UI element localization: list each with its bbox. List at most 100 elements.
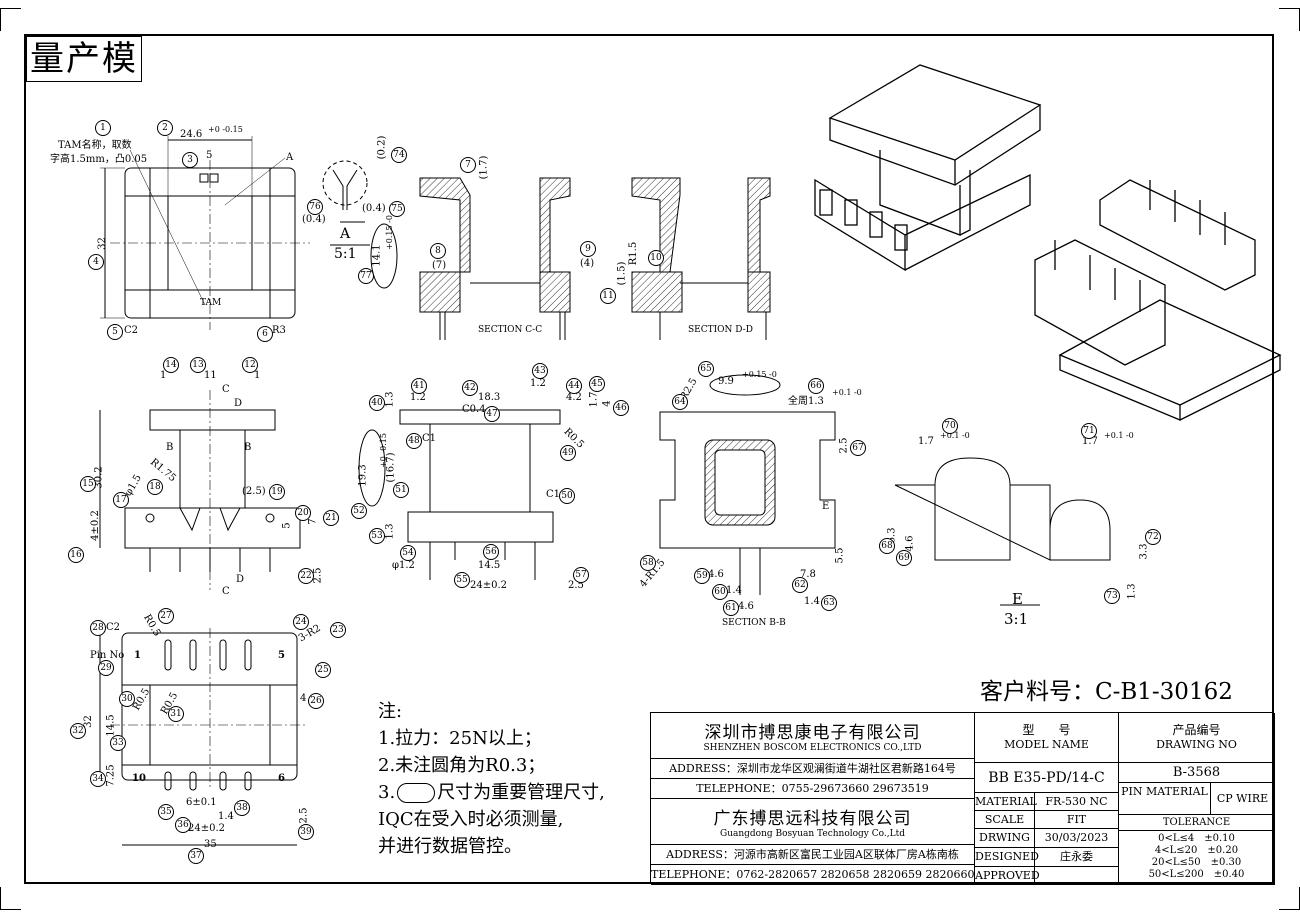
balloon: 15: [80, 476, 96, 492]
balloon: 36: [175, 817, 191, 833]
balloon: 8: [430, 243, 446, 259]
tolerance-label: TOLERANCE: [1119, 815, 1275, 831]
iso-view-1: [814, 64, 1042, 272]
balloon: 58: [640, 555, 656, 571]
dim-24-6: 24.6: [180, 129, 203, 140]
c1b-label: C1: [546, 489, 561, 500]
dim-1-7c: 1.7: [918, 436, 934, 447]
pin-6-label: 6: [278, 773, 285, 784]
pin-1-label: 1: [134, 650, 141, 661]
notes-title: 注:: [378, 701, 403, 722]
material-value: FR-530 NC: [1035, 793, 1119, 811]
drawing-label-cn: 产品编号: [1172, 723, 1221, 737]
balloon: 61: [723, 600, 739, 616]
balloon: 16: [68, 547, 84, 563]
dim-1a: 1: [160, 370, 167, 381]
balloon: 23: [330, 622, 346, 638]
balloon: 43: [532, 363, 548, 379]
balloon: 3: [182, 152, 198, 168]
c0-4-label: C0.4: [462, 404, 486, 415]
dim-2-5b: 2.5: [312, 567, 324, 584]
tolerance-row-1: 0<L≤4 ±0.10: [1158, 833, 1235, 844]
note-1: 1.拉力：25N以上；: [378, 728, 542, 749]
balloon: 60: [712, 584, 728, 600]
notes-block: 注: 1.拉力：25N以上； 2.未注圆角为R0.3； 3.尺寸为重要管理尺寸,…: [378, 698, 605, 860]
dim-2-5: (2.5): [242, 486, 266, 497]
dim-1-3d: 1.3: [1126, 583, 1138, 600]
side-view: [358, 409, 561, 580]
balloon: 62: [792, 577, 808, 593]
pin-5-label: 5: [278, 650, 285, 661]
balloon: 52: [351, 503, 367, 519]
crop-mark: [0, 8, 21, 31]
balloon: 19: [269, 484, 285, 500]
dim-14-5: 14.5: [478, 560, 501, 571]
balloon: 76: [307, 199, 323, 215]
drawing-label-cell: 产品编号 DRAWING NO: [1119, 713, 1275, 763]
c-mark-bottom: C: [222, 586, 230, 597]
balloon: 56: [483, 544, 499, 560]
d-mark-bottom: D: [236, 574, 245, 585]
dim-2-5e: 2.5: [298, 807, 310, 824]
dim-1b: 1: [254, 370, 261, 381]
section-b-b: [659, 374, 836, 595]
balloon: 7: [460, 157, 476, 173]
balloon: 14: [163, 357, 179, 373]
detail-e-label: E: [1012, 590, 1023, 608]
balloon: 24: [293, 614, 309, 630]
telephone1: TELEPHONE：0755-29673660 29673519: [651, 779, 975, 799]
balloon: 48: [406, 433, 422, 449]
dim-1-3c: 全周1.3: [788, 396, 824, 407]
dim-4-2: 4.2: [566, 392, 582, 403]
r3-label: R3: [272, 325, 286, 336]
dim-1-2b: 1.2: [530, 378, 546, 389]
note-5: 并进行数据管控。: [378, 836, 522, 857]
tol-24-6: +0 -0.15: [208, 125, 243, 134]
section-d-d: [631, 177, 771, 340]
balloon: 66: [808, 378, 824, 394]
balloon: 10: [648, 250, 664, 266]
dim-4-6: 4.6: [708, 569, 724, 580]
balloon: 40: [369, 395, 385, 411]
balloon: 67: [850, 440, 866, 456]
model-label-cn: 型 号: [1022, 723, 1071, 737]
balloon: 35: [158, 804, 174, 820]
dim-1-7b: 1.7: [588, 391, 600, 408]
dim-5b: 5: [281, 522, 293, 529]
dim-0-4a: (0.4): [302, 214, 326, 225]
d-mark-top: D: [234, 398, 243, 409]
dim-0-2: (0.2): [376, 135, 388, 160]
pin-material-label: PIN MATERIAL: [1119, 783, 1211, 815]
tolerance-row-2: 4<L≤20 ±0.20: [1154, 845, 1239, 856]
balloon: 27: [158, 608, 174, 624]
scale-label: SCALE: [975, 811, 1035, 829]
detail-e: [894, 457, 1111, 606]
pin-material-value: CP WIRE: [1211, 783, 1275, 815]
note-3: 3.尺寸为重要管理尺寸,: [378, 779, 605, 806]
balloon: 41: [411, 378, 427, 394]
detail-e-scale: 3:1: [1004, 610, 1029, 628]
bottom-view: [99, 628, 305, 846]
balloon: 5: [107, 324, 123, 340]
dim-7-25: 7.25: [105, 764, 117, 787]
r1-5-label: R1.5: [628, 241, 640, 266]
balloon: 32: [70, 723, 86, 739]
phi-1-2: φ1.2: [392, 560, 415, 571]
balloon: 9: [580, 241, 596, 257]
company2-cn: 广东搏思远科技有限公司: [713, 809, 912, 829]
balloon: 63: [821, 595, 837, 611]
balloon: 72: [1145, 529, 1161, 545]
dim-1-3b: 1.3: [384, 523, 396, 540]
a-mark: A: [286, 152, 294, 163]
balloon: 26: [308, 693, 324, 709]
balloon: 13: [190, 357, 206, 373]
dim-6-01: 6±0.1: [186, 797, 217, 808]
c1-label: C1: [422, 433, 437, 444]
tam-note-line2: 字高1.5mm，凸0.05: [50, 154, 148, 165]
dim-24-02: 24±0.2: [470, 580, 508, 591]
balloon: 69: [896, 550, 912, 566]
dim-4-6b: 4.6: [738, 601, 754, 612]
tolerance-row-4: 50<L≤200 ±0.40: [1148, 869, 1245, 880]
model-value: BB E35-PD/14-C: [975, 763, 1119, 793]
balloon: 33: [110, 735, 126, 751]
